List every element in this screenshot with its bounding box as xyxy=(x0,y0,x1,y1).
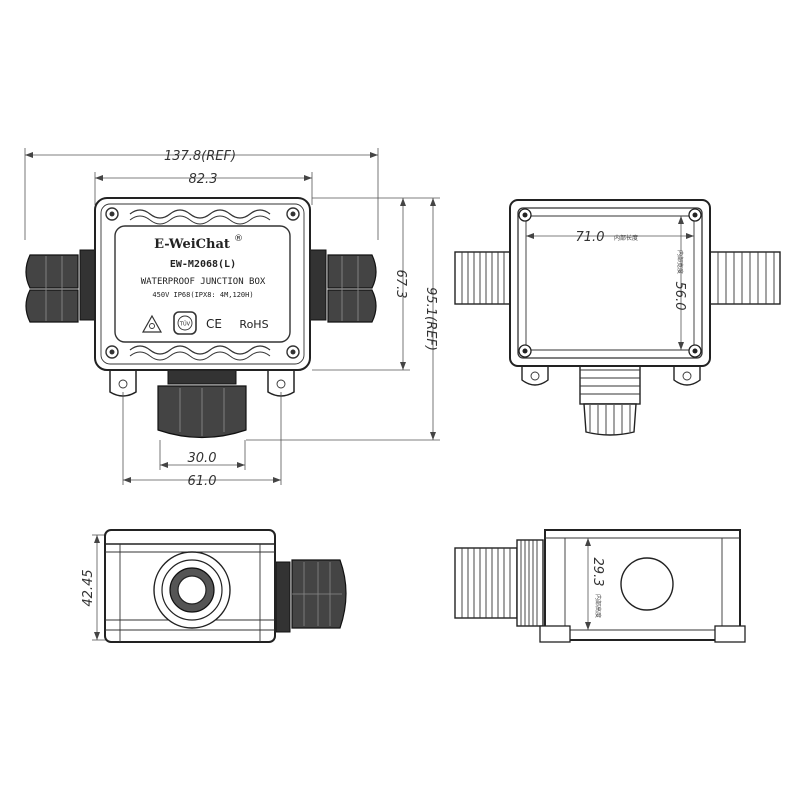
side-view: 42.45 xyxy=(81,529,347,643)
dim-label-body-width: 82.3 xyxy=(189,172,218,187)
front-view: 137.8(REF) 82.3 xyxy=(24,148,440,489)
certification-marks: TÜV CE RoHS xyxy=(141,311,269,335)
interior-bottom-gland xyxy=(579,361,641,436)
label-panel xyxy=(114,225,291,343)
interior-left-gland xyxy=(454,251,514,305)
tuv-mark: TÜV xyxy=(179,321,191,328)
dimension-depth: 29.3 内部高度 xyxy=(585,538,605,630)
mounting-tabs xyxy=(109,367,295,397)
rohs-mark: RoHS xyxy=(239,318,268,331)
dim-label-gland-width: 30.0 xyxy=(188,451,217,466)
note-depth: 内部高度 xyxy=(594,594,602,618)
corner-screws-interior xyxy=(518,208,702,358)
dim-label-mount-spacing: 61.0 xyxy=(188,474,217,489)
side-view-port xyxy=(153,551,231,629)
interior-view: 71.0 内部长度 56.0 内部宽度 xyxy=(454,199,781,436)
dim-label-body-height: 67.3 xyxy=(393,270,408,299)
dim-label-overall-width: 137.8(REF) xyxy=(164,149,236,164)
dimension-inner-height: 56.0 内部宽度 xyxy=(672,216,687,350)
interior-right-gland xyxy=(709,251,781,305)
box-body-interior xyxy=(509,199,711,367)
left-cable-gland xyxy=(25,249,97,323)
dimension-gland-width: 30.0 xyxy=(159,440,246,470)
dim-label-side-height: 42.45 xyxy=(81,569,96,606)
bottom-cable-gland xyxy=(157,367,247,439)
right-cable-gland xyxy=(309,249,377,323)
brand-name: E-WeiChat xyxy=(154,237,230,252)
note-inner-width: 内部长度 xyxy=(614,234,638,242)
ce-mark: CE xyxy=(206,317,222,331)
section-view: 29.3 内部高度 xyxy=(454,529,746,643)
registered-mark: ® xyxy=(234,234,243,244)
electrical-safety-icon xyxy=(141,314,163,333)
product-name: WATERPROOF JUNCTION BOX xyxy=(141,277,266,287)
model-number: EW-M2068(L) xyxy=(170,259,236,270)
dimension-overall-height: 95.1(REF) xyxy=(246,197,440,441)
tuv-badge-icon xyxy=(173,311,197,335)
dimension-overall-width: 137.8(REF) xyxy=(24,148,379,240)
dim-label-inner-height: 56.0 xyxy=(672,282,687,311)
dimension-body-height: 67.3 xyxy=(312,197,410,371)
section-port xyxy=(620,557,674,611)
specs-line: 450V IP68(IPX8: 4M,120H) xyxy=(152,291,253,299)
side-view-cable-gland xyxy=(275,559,347,633)
box-body-front xyxy=(94,197,311,371)
dimension-inner-width: 71.0 内部长度 xyxy=(526,230,694,245)
section-left-gland xyxy=(454,539,544,627)
dimension-mount-spacing: 61.0 xyxy=(122,392,282,489)
dim-label-inner-width: 71.0 xyxy=(576,230,605,245)
dimension-side-height: 42.45 xyxy=(81,534,108,641)
dim-label-overall-height: 95.1(REF) xyxy=(423,287,438,351)
dim-label-depth: 29.3 xyxy=(590,558,605,587)
dimension-body-width: 82.3 xyxy=(94,172,313,205)
note-inner-height: 内部宽度 xyxy=(676,250,684,274)
corner-screws-front xyxy=(105,207,300,359)
